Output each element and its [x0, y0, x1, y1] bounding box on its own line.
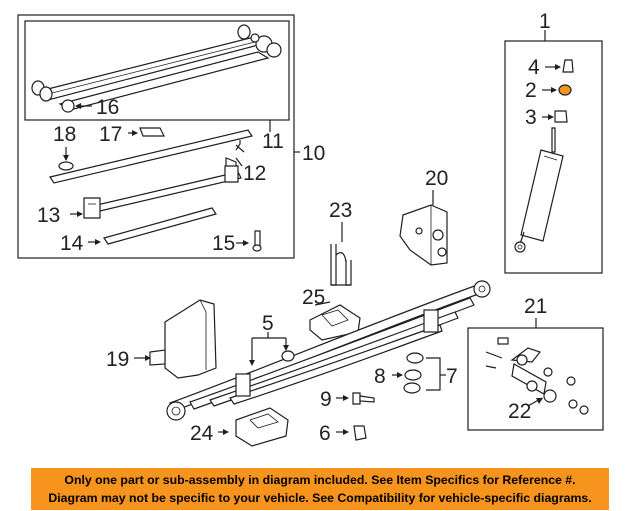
- callout-22: 22: [508, 400, 531, 423]
- callout-21: 21: [524, 295, 547, 318]
- leaf-spring-assembly-box: [17, 14, 300, 259]
- bolt-15: [236, 230, 262, 252]
- callout-14: 14: [60, 232, 84, 255]
- plate-17: [128, 127, 165, 137]
- shackle-parts: [485, 337, 589, 415]
- bolt-9: [336, 392, 375, 405]
- leaf-13: [70, 165, 242, 219]
- callout-25: 25: [302, 286, 325, 309]
- callout-15: 15: [212, 232, 235, 255]
- callout-9: 9: [320, 388, 332, 411]
- parts-diagram: 1 2 3 4 5 6 7 8 9 10 11 12 13 14 15 16 1…: [17, 10, 604, 447]
- disclaimer-line-2: Diagram may not be specific to your vehi…: [48, 491, 592, 505]
- callout-7: 7: [446, 365, 458, 388]
- callout-17: 17: [99, 123, 122, 146]
- callout-1: 1: [539, 10, 551, 33]
- disclaimer-line-1: Only one part or sub-assembly in diagram…: [64, 473, 576, 487]
- disclaimer-banner: Only one part or sub-assembly in diagram…: [31, 468, 609, 510]
- callout-24: 24: [190, 422, 214, 445]
- callout-labels: 1 2 3 4 5 6 7 8 9 10 11 12 13 14 15 16 1…: [37, 10, 551, 445]
- shackle-box: [467, 318, 604, 431]
- callout-11: 11: [262, 130, 284, 153]
- washers-7-8: [392, 352, 446, 394]
- callout-2: 2: [525, 79, 537, 102]
- bushing-3: [554, 110, 568, 123]
- pad-24: [218, 407, 289, 447]
- callout-19: 19: [106, 348, 129, 371]
- bracket-20: [399, 190, 448, 266]
- callout-5: 5: [262, 312, 274, 335]
- callout-20: 20: [425, 167, 448, 190]
- leaf-14: [88, 207, 217, 245]
- callout-10: 10: [302, 142, 325, 165]
- callout-23: 23: [329, 199, 352, 222]
- bushing-16: [61, 99, 92, 113]
- callout-6: 6: [319, 422, 331, 445]
- callout-3: 3: [525, 106, 537, 129]
- shock-absorber-box: [504, 30, 603, 274]
- nut-6: [336, 425, 367, 441]
- leaf-12: [49, 129, 253, 184]
- u-bolt-23: [330, 222, 352, 286]
- bushing-5: [249, 332, 295, 366]
- callout-18: 18: [53, 123, 76, 146]
- bushing-2-highlighted: [558, 84, 572, 96]
- callout-12: 12: [243, 162, 266, 185]
- main-leaf-spring: [166, 280, 491, 421]
- spring-pack-drawing: [31, 24, 282, 111]
- callout-16: 16: [96, 96, 119, 119]
- callout-4: 4: [528, 56, 540, 79]
- bracket-19: [134, 299, 217, 379]
- callout-13: 13: [37, 204, 60, 227]
- shock-absorber-body: [514, 127, 564, 253]
- cap-4: [562, 59, 574, 73]
- nut-18: [58, 147, 74, 171]
- callout-8: 8: [374, 365, 386, 388]
